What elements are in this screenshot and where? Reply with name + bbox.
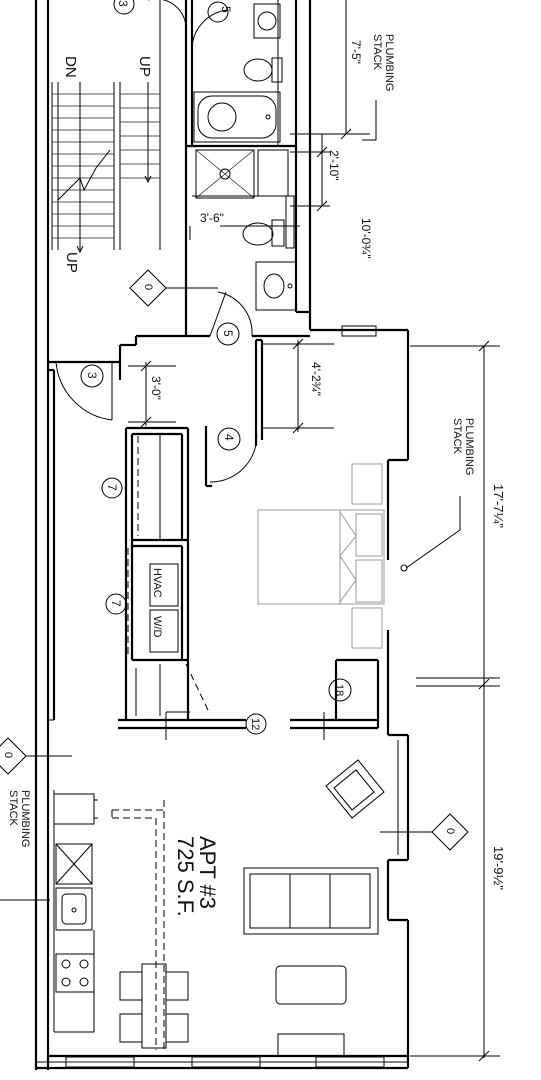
vanity-upper [253,3,281,39]
door-swing-3 [55,361,113,421]
door-tag-4 [217,427,241,451]
pantry [118,658,380,740]
door-tag-5 [216,322,240,346]
door-swing-5 [217,291,253,337]
plumbing-stack-mid-line2: STACK [451,418,463,455]
bath-walls [184,0,310,338]
door-tag-7a [101,477,123,499]
door-swing-3-top [148,0,187,27]
door-swing-4 [209,427,258,483]
living-furniture [243,759,385,1057]
dim-10-0: 10'-0¾" [359,218,373,259]
section-tag-upper-label: 0 [142,284,154,290]
vanity-lower [255,261,297,311]
apartment-name: APT #3 [195,836,220,909]
door-number-3: 3 [85,372,99,379]
stair-up-label: UP [136,56,153,77]
kitchen [53,790,165,1050]
plumbing-stack-top-line2: STACK [371,34,383,71]
dim-4-2: 4'-2¾" [309,362,323,396]
hvac-label: HVAC [151,568,163,598]
apartment-area: 725 S.F. [173,836,198,917]
dim-3-0: 3'-0" [149,376,163,400]
dim-17-7: 17'-7¼" [491,484,506,528]
door-number-18: 18 [333,684,345,696]
plumbing-stack-left-line1: PLUMBING [19,790,31,847]
washer-dryer [149,609,179,653]
entry-walls [48,334,186,721]
door-tag-18 [328,678,352,702]
bathtub [193,91,281,143]
door-number-7b: 7 [109,600,123,607]
closets [124,426,190,720]
section-tag-left-label: 0 [2,752,14,758]
bed [257,463,385,649]
exterior-walls [34,0,410,1070]
shower [195,149,289,199]
door-number-5: 5 [221,330,235,337]
plumbing-stack-mid-line1: PLUMBING [463,418,475,475]
dining-table [119,963,189,1049]
door-swing-5-top [191,9,229,49]
bedroom-walls [204,338,264,488]
plumbing-stack-left-line2: STACK [7,790,19,827]
door-tag-3 [80,364,104,388]
plumbing-stack-top-line1: PLUMBING [383,34,395,91]
door-number-5-top: 5 [219,6,233,13]
door-number-7a: 7 [105,484,119,491]
dim-7-5: 7'-5" [349,40,363,64]
door-tag-7b [105,593,127,615]
windows [65,325,385,1068]
dim-3-6: 3'-6" [200,211,224,225]
section-tag-left [0,737,27,775]
door-tag-3-top [113,0,135,15]
dimension-lines [189,0,500,1062]
stair-dn-label: DN [62,56,79,78]
plumbing-leader-mid [405,496,461,569]
door-number-12: 12 [249,718,261,730]
section-tag-right [431,813,469,851]
dim-19-9: 19'-9½" [491,846,506,890]
door-number-4: 4 [222,434,236,441]
toilet-lower [242,195,295,249]
stair [51,0,161,254]
door-tag-12 [245,713,267,735]
toilet-upper [243,57,283,83]
hvac-unit [149,563,179,607]
door-number-3-top: 3 [116,0,130,7]
section-tag-right-label: 0 [444,828,456,834]
dim-2-10: 2'-10" [327,150,341,181]
door-tag-5-top [207,1,229,23]
wd-label: W/D [151,616,163,637]
section-tag-upper [129,269,167,307]
stair-up-label-lower: UP [63,252,80,273]
